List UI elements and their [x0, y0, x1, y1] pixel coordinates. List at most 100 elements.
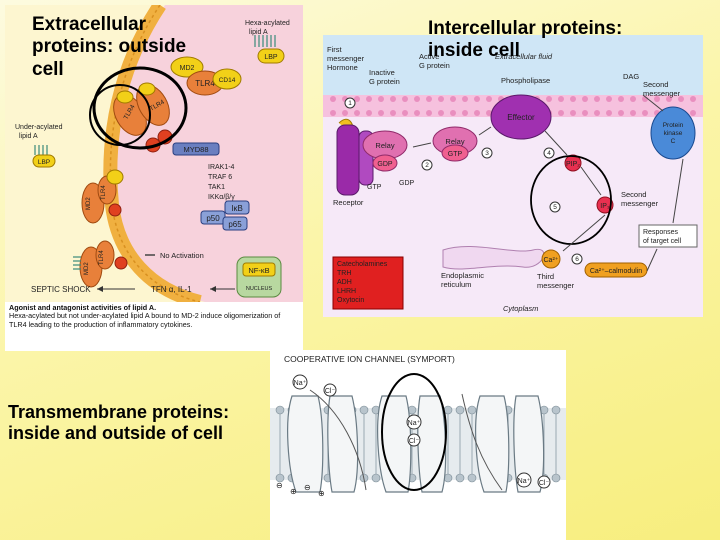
highlight-circle-symport: [381, 373, 447, 491]
step-3: 3: [485, 150, 489, 157]
transport-arrows: [309, 389, 503, 491]
lbp-badge: [257, 48, 285, 64]
step-markers: 1 2 3 4 5 6: [344, 97, 583, 265]
hexa-label-l1: Hexa-acylated: [245, 20, 290, 27]
receptor-label: Receptor: [333, 198, 364, 207]
heading-transmembrane: Transmembrane proteins: inside and outsi…: [8, 402, 230, 444]
figure-caption: Agonist and antagonist activities of lip…: [5, 302, 303, 331]
heading-intercellular: Intercellular proteins: inside cell: [428, 18, 623, 62]
cd14-shape: [212, 68, 242, 90]
step-6: 6: [575, 256, 579, 263]
step-2: 2: [425, 162, 429, 169]
gdp-label-2: GDP: [399, 180, 415, 187]
calmodulin-label: Ca²⁺–calmodulin: [590, 268, 642, 275]
under-label-l2: lipid A: [19, 133, 38, 140]
relay-label-1: Relay: [375, 141, 394, 150]
svg-text:TLR4: TLR4: [99, 250, 105, 265]
svg-text:MD2: MD2: [86, 197, 92, 210]
nucleus-label: NUCLEUS: [246, 286, 273, 292]
gdp-label-1: GDP: [377, 161, 393, 168]
ion-na-3: Na⁺: [518, 478, 531, 485]
ion-cl-2: Cl⁻: [409, 438, 420, 445]
pathway-item-4: IKKα/β/γ: [208, 194, 235, 201]
p65-label: p65: [228, 220, 242, 229]
nfkb-box: [242, 262, 276, 277]
charge-signs: ⊖ ⊕ ⊖ ⊕: [276, 481, 325, 498]
lbp-badge-2: [32, 154, 56, 168]
symport-figure: COOPERATIVE ION CHANNEL (SYMPORT) Na⁺ Cl…: [270, 350, 566, 540]
pathway-item-1: IRAK1-4: [208, 164, 235, 171]
hormone-2: TRH: [337, 270, 351, 277]
symport-diagram: COOPERATIVE ION CHANNEL (SYMPORT) Na⁺ Cl…: [270, 350, 566, 540]
ion-na-2: Na⁺: [408, 420, 421, 427]
heading-extracellular: Extracellular proteins: outside cell: [32, 14, 187, 80]
septic-shock-label: SEPTIC SHOCK: [31, 285, 91, 294]
tlr4-diagram: LBP MD2 TLR4 CD14 Hexa-acylated lipid A …: [5, 5, 303, 309]
ikb-label: IκB: [231, 204, 243, 213]
pathway-item-3: TAK1: [208, 184, 225, 191]
hexa-label: Hexa-acylated lipid A: [245, 20, 292, 36]
ikb-box: [224, 200, 250, 215]
pathway-item-2: TRAF 6: [208, 174, 232, 181]
step-5: 5: [553, 204, 557, 211]
myd88-box: [172, 142, 220, 156]
responses-box: [638, 224, 698, 248]
md2-label: MD2: [180, 65, 195, 72]
cd14-label: CD14: [219, 77, 236, 84]
membrane-detail: [109, 5, 201, 303]
caption-title: Agonist and antagonist activities of lip…: [9, 303, 157, 312]
hormone-1: Catecholamines: [337, 261, 388, 268]
no-activation-label: No Activation: [160, 251, 204, 260]
lbp-label-2: LBP: [38, 159, 50, 166]
tlr4-dimer: TLR4 TLR4: [113, 82, 173, 153]
hormone-list-box: [332, 256, 404, 310]
sign-3: ⊖: [304, 483, 311, 492]
step-1: 1: [348, 100, 352, 107]
ca-label: Ca²⁺: [544, 257, 559, 264]
tlr4-monomer-lower: MD2 TLR4: [73, 240, 128, 288]
pip2-label: PIP₂: [566, 161, 580, 168]
svg-text:TLR4: TLR4: [101, 185, 107, 200]
hexa-lipid-a-group: LBP MD2 TLR4 CD14: [170, 35, 285, 96]
flow-arrows: [412, 94, 684, 272]
relay-label-2: Relay: [445, 137, 464, 146]
tnf-label: TFN α, IL-1: [151, 285, 192, 294]
highlight-circle-tlr4-inner: [89, 84, 151, 146]
gtp-label-2: GTP: [367, 184, 382, 191]
phospholipase-label: Phospholipase: [501, 76, 550, 85]
sign-4: ⊕: [318, 489, 325, 498]
protein-kinase-c-shape: [650, 106, 696, 160]
p50-label: p50: [206, 214, 220, 223]
lbp-label: LBP: [264, 54, 278, 61]
under-label: Under-acylated lipid A: [15, 124, 64, 140]
ion-cl-1: Cl⁻: [325, 388, 336, 395]
cytoplasm-label: Cytoplasm: [503, 304, 538, 313]
highlight-circle-tlr4: [92, 66, 188, 150]
gtp-label-1: GTP: [448, 151, 463, 158]
pathway-list: IRAK1-4 TRAF 6 TAK1 IKKα/β/γ: [208, 164, 235, 201]
ions: Na⁺ Cl⁻ Na⁺ Cl⁻ Na⁺ Cl⁻: [292, 374, 551, 489]
myd88-label: MYD88: [183, 145, 208, 154]
ion-na-1: Na⁺: [294, 380, 307, 387]
tlr4-figure: LBP MD2 TLR4 CD14 Hexa-acylated lipid A …: [5, 5, 303, 351]
hormone-5: Oxytocin: [337, 297, 364, 304]
sign-1: ⊖: [276, 481, 283, 490]
channel-proteins: [287, 395, 545, 493]
sign-2: ⊕: [290, 487, 297, 496]
hormone-4: LHRH: [337, 288, 356, 295]
tlr4-monomer: MD2 TLR4: [81, 169, 124, 224]
under-label-l1: Under-acylated: [15, 124, 63, 131]
step-4: 4: [547, 150, 551, 157]
ion-cl-3: Cl⁻: [539, 480, 550, 487]
caption-body: Hexa-acylated but not under-acylated lip…: [9, 311, 281, 329]
svg-text:MD2: MD2: [84, 262, 90, 275]
